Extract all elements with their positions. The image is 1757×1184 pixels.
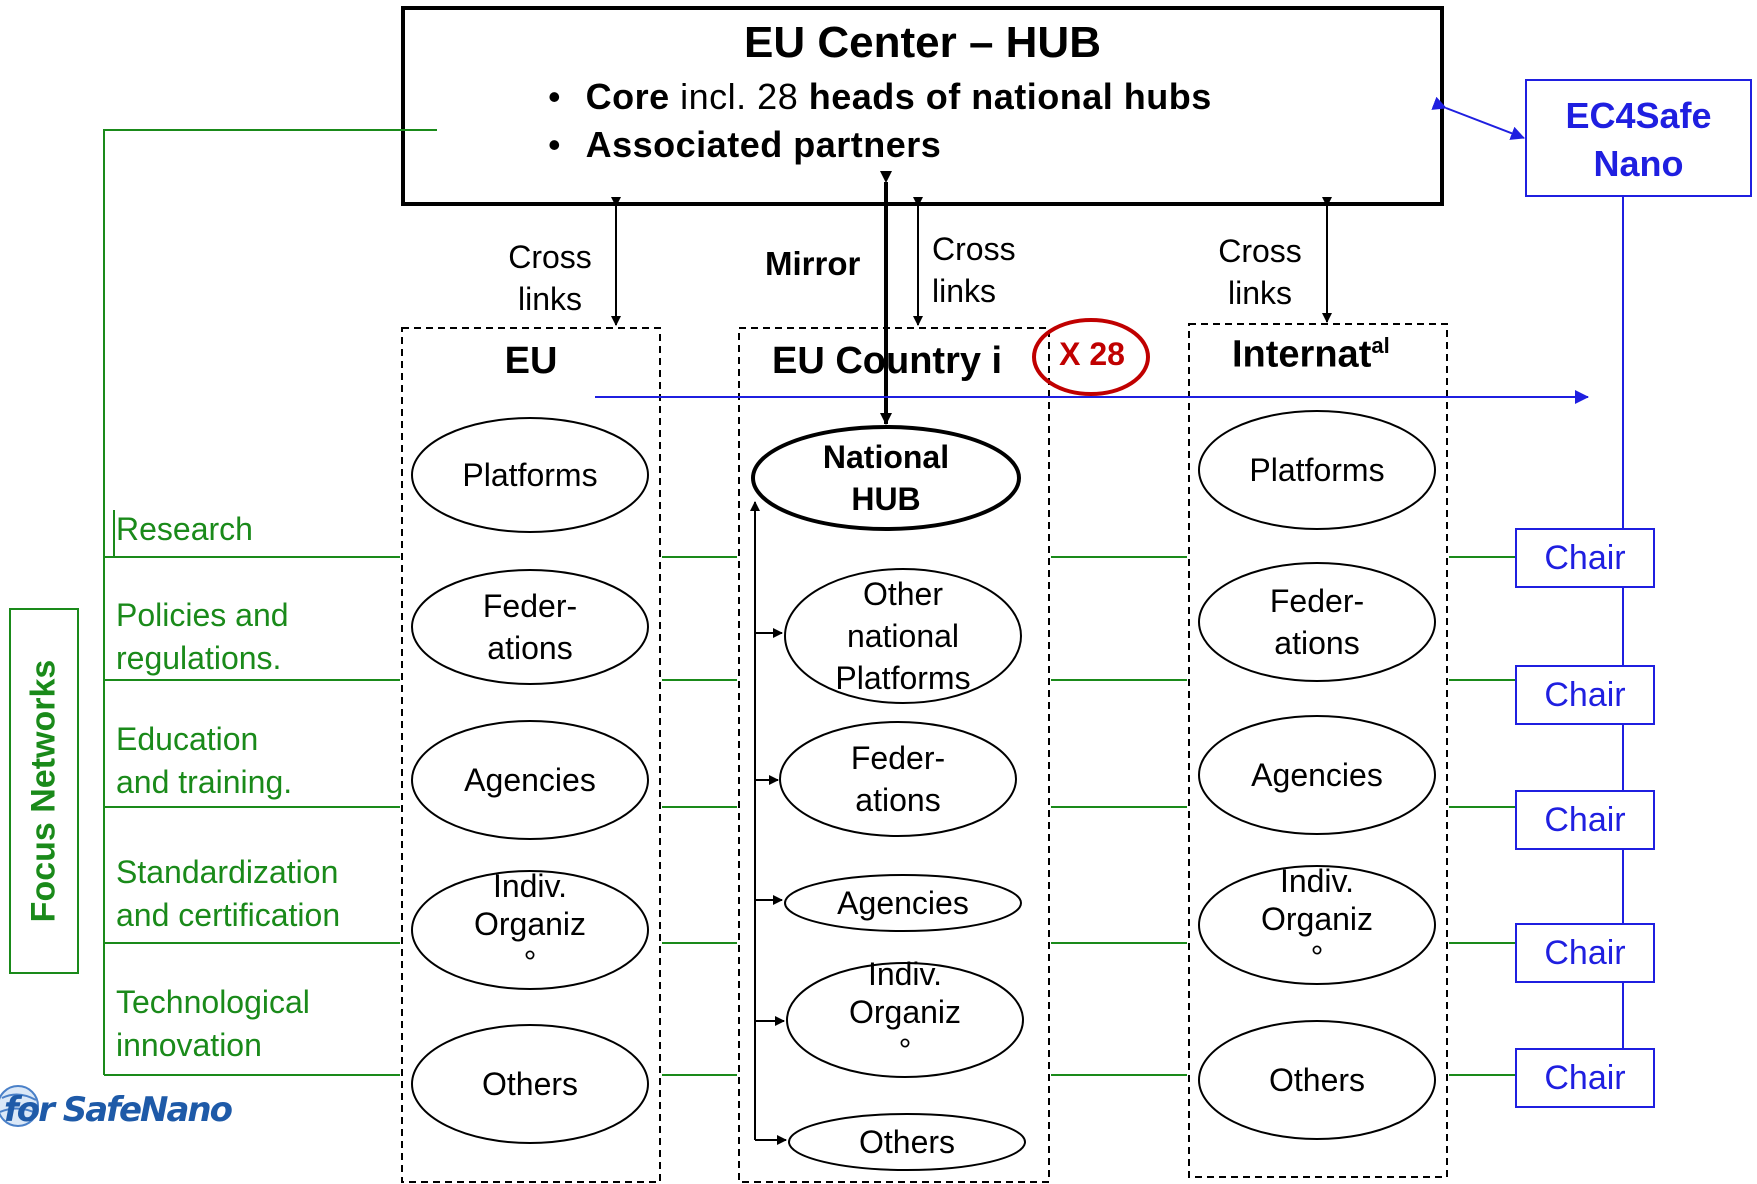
intl-column-title: Internatal [1232, 333, 1390, 377]
cross-links-eu-label: Cross links [490, 236, 610, 320]
focus-standardization: Standardization and certification [116, 854, 341, 933]
focus-rows [104, 556, 1515, 1076]
ec4safe-line2: Nano [1593, 143, 1684, 184]
hub-associated-partners: Associated partners [585, 124, 942, 165]
country-column-box [738, 327, 1050, 1183]
focus-networks-box [9, 608, 79, 974]
country-tree-branches [755, 628, 787, 1145]
multiplier-ellipse [1032, 318, 1150, 396]
intl-federations: Feder- ations [1269, 583, 1365, 661]
eu-column-title: EU [504, 340, 558, 382]
cross-links-country-line2: links [932, 273, 997, 309]
eu-federations: Feder- ations [482, 588, 578, 666]
national-hub-oval [751, 425, 1021, 531]
chair-policies: Chair [1515, 665, 1655, 725]
country-agencies: Agencies [837, 885, 969, 921]
intl-title-main: Internat [1232, 333, 1372, 376]
eu-agencies: Agencies [464, 762, 596, 798]
hub-core-line: • Core incl. 28 heads of national hubs [548, 76, 1408, 118]
intl-individual-organizations: Indiv. Organiz ° [1260, 863, 1374, 975]
eu-individual-organizations: Indiv. Organiz ° [473, 868, 587, 980]
chair-education: Chair [1515, 790, 1655, 850]
logo-sphere [0, 1085, 39, 1127]
intl-ovals [1198, 410, 1436, 1140]
country-individual-organizations: Indiv. Organiz ° [848, 956, 962, 1068]
national-hub: National HUB [822, 439, 950, 517]
chair-standardization: Chair [1515, 923, 1655, 983]
country-other-national-platforms: Other national Platforms [835, 576, 971, 696]
bullet-2: • [548, 124, 562, 165]
eu-others: Others [481, 1066, 579, 1102]
hub-box [401, 6, 1444, 206]
focus-education: Education and training. [116, 721, 293, 800]
focus-research: Research [116, 511, 253, 547]
hub-core-heads: heads of national hubs [808, 76, 1212, 117]
country-ovals [779, 568, 1026, 1171]
focus-technological: Technological innovation [116, 984, 310, 1063]
intl-column-box [1188, 323, 1448, 1178]
ec4safe-label: EC4Safe Nano [1526, 92, 1751, 188]
chair-research: Chair [1515, 528, 1655, 588]
cross-links-country-line1: Cross [932, 231, 1016, 267]
hub-ec4safe-arrow [1431, 96, 1525, 140]
hub-associated-line: • Associated partners [548, 124, 1408, 166]
country-others: Others [858, 1124, 956, 1160]
focus-networks-label: Focus Networks [24, 659, 63, 923]
intl-agencies: Agencies [1251, 757, 1383, 793]
multiplier-label: X 28 [1059, 336, 1125, 372]
intl-platforms: Platforms [1249, 452, 1385, 488]
cross-links-eu-line1: Cross [508, 239, 592, 275]
focus-trunk [103, 129, 437, 1075]
eu-column-box [401, 327, 661, 1183]
ec4safe-line1: EC4Safe [1565, 95, 1712, 136]
safenano-logo: for SafeNano [4, 1090, 233, 1130]
country-column-title: EU Country i [772, 340, 1003, 382]
intl-title-sup: al [1371, 333, 1390, 358]
ec4safe-box [1525, 79, 1752, 197]
hub-core-regular: incl. 28 [669, 76, 809, 117]
mirror-label: Mirror [765, 245, 861, 282]
cross-links-intl-label: Cross links [1200, 230, 1320, 314]
cross-links-eu-line2: links [517, 281, 582, 317]
hub-title: EU Center – HUB [744, 18, 1101, 67]
cross-links-intl-line2: links [1227, 275, 1292, 311]
cross-links-country-label: Cross links [932, 228, 1052, 312]
eu-ovals [411, 417, 649, 1144]
hub-core-bold: Core [585, 76, 670, 117]
eu-platforms: Platforms [462, 457, 598, 493]
bullet-1: • [548, 76, 562, 117]
focus-policies: Policies and regulations. [116, 597, 289, 676]
intl-others: Others [1268, 1062, 1366, 1098]
cross-links-intl-line1: Cross [1218, 233, 1302, 269]
chair-technological: Chair [1515, 1048, 1655, 1108]
country-federations: Feder- ations [850, 740, 946, 818]
